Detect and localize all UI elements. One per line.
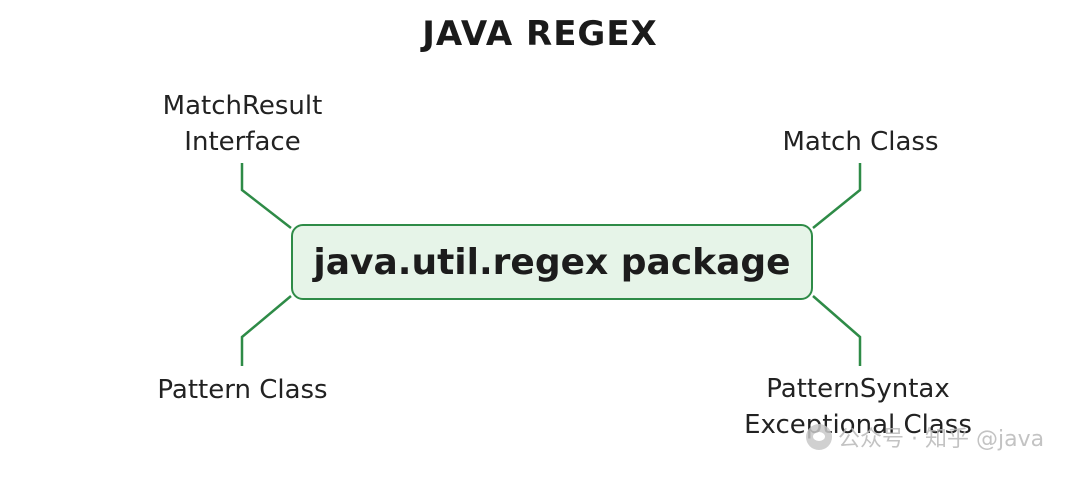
watermark: 公众号 · 知乎 @java bbox=[806, 421, 1044, 453]
node-match-class-label: Match Class bbox=[782, 127, 939, 157]
node-patternsyntax-line2: Exceptional Class bbox=[744, 410, 972, 440]
node-pattern-class-label: Pattern Class bbox=[157, 375, 328, 405]
watermark-text: 公众号 · 知乎 @java bbox=[838, 427, 1045, 452]
center-node-package: java.util.regex package bbox=[291, 224, 813, 300]
connector-bottom-left bbox=[240, 295, 292, 366]
wechat-logo-icon bbox=[806, 424, 832, 450]
node-pattern-class: Pattern Class bbox=[130, 372, 355, 408]
connector-top-right bbox=[812, 163, 862, 229]
diagram-title: JAVA REGEX bbox=[422, 14, 658, 54]
node-patternsyntax-exception: PatternSyntax Exceptional Class bbox=[718, 371, 998, 443]
connector-bottom-right bbox=[812, 295, 862, 366]
node-matchresult-line1: MatchResult bbox=[162, 91, 323, 121]
node-match-class: Match Class bbox=[758, 124, 963, 160]
node-matchresult-interface: MatchResult Interface bbox=[140, 88, 345, 160]
center-node-label: java.util.regex package bbox=[313, 241, 791, 283]
node-patternsyntax-line1: PatternSyntax bbox=[766, 374, 950, 404]
connector-top-left bbox=[240, 163, 292, 229]
node-matchresult-line2: Interface bbox=[184, 127, 301, 157]
